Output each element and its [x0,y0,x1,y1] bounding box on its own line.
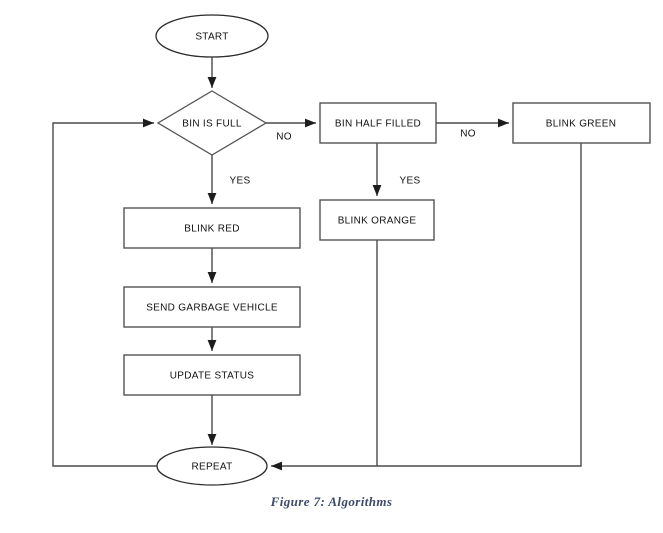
bin-is-full-decision-shape [156,90,268,156]
edge-blink-green-to-repeat [271,143,582,471]
blink-red-label: BLINK RED [184,224,240,235]
node-start[interactable]: START [155,14,269,58]
start-label: START [195,32,228,43]
blink-orange-label: BLINK ORANGE [338,216,417,227]
node-bin-half-filled[interactable]: BIN HALF FILLED [319,102,437,144]
blink-green-process-shape [512,102,651,144]
repeat-label: REPEAT [191,462,232,473]
bin-is-full-label: BIN IS FULL [182,119,242,130]
blink-orange-process-shape [319,199,435,241]
edge-label-yes-right: YES [400,176,421,187]
update-status-process-shape [123,354,301,396]
repeat-terminator-shape [156,446,268,486]
node-blink-red[interactable]: BLINK RED [123,207,301,249]
blink-red-process-shape [123,207,301,249]
start-terminator-shape [155,14,269,58]
node-update-status[interactable]: UPDATE STATUS [123,354,301,396]
node-repeat[interactable]: REPEAT [156,446,268,486]
bin-half-filled-label: BIN HALF FILLED [335,119,421,130]
blink-green-label: BLINK GREEN [546,119,617,130]
send-garbage-vehicle-label: SEND GARBAGE VEHICLE [146,303,278,314]
edge-repeat-to-bin-is-full [52,118,157,467]
bin-half-filled-process-shape [319,102,437,144]
node-blink-orange[interactable]: BLINK ORANGE [319,199,435,241]
edge-label-yes-left: YES [230,176,251,187]
node-bin-is-full[interactable]: BIN IS FULL [156,90,268,156]
node-send-garbage-vehicle[interactable]: SEND GARBAGE VEHICLE [123,286,301,328]
edge-label-no-2: NO [460,129,476,140]
edge-label-no-1: NO [276,132,292,143]
node-blink-green[interactable]: BLINK GREEN [512,102,651,144]
figure-caption: Figure 7: Algorithms [270,494,393,509]
send-garbage-vehicle-process-shape [123,286,301,328]
update-status-label: UPDATE STATUS [170,371,254,382]
